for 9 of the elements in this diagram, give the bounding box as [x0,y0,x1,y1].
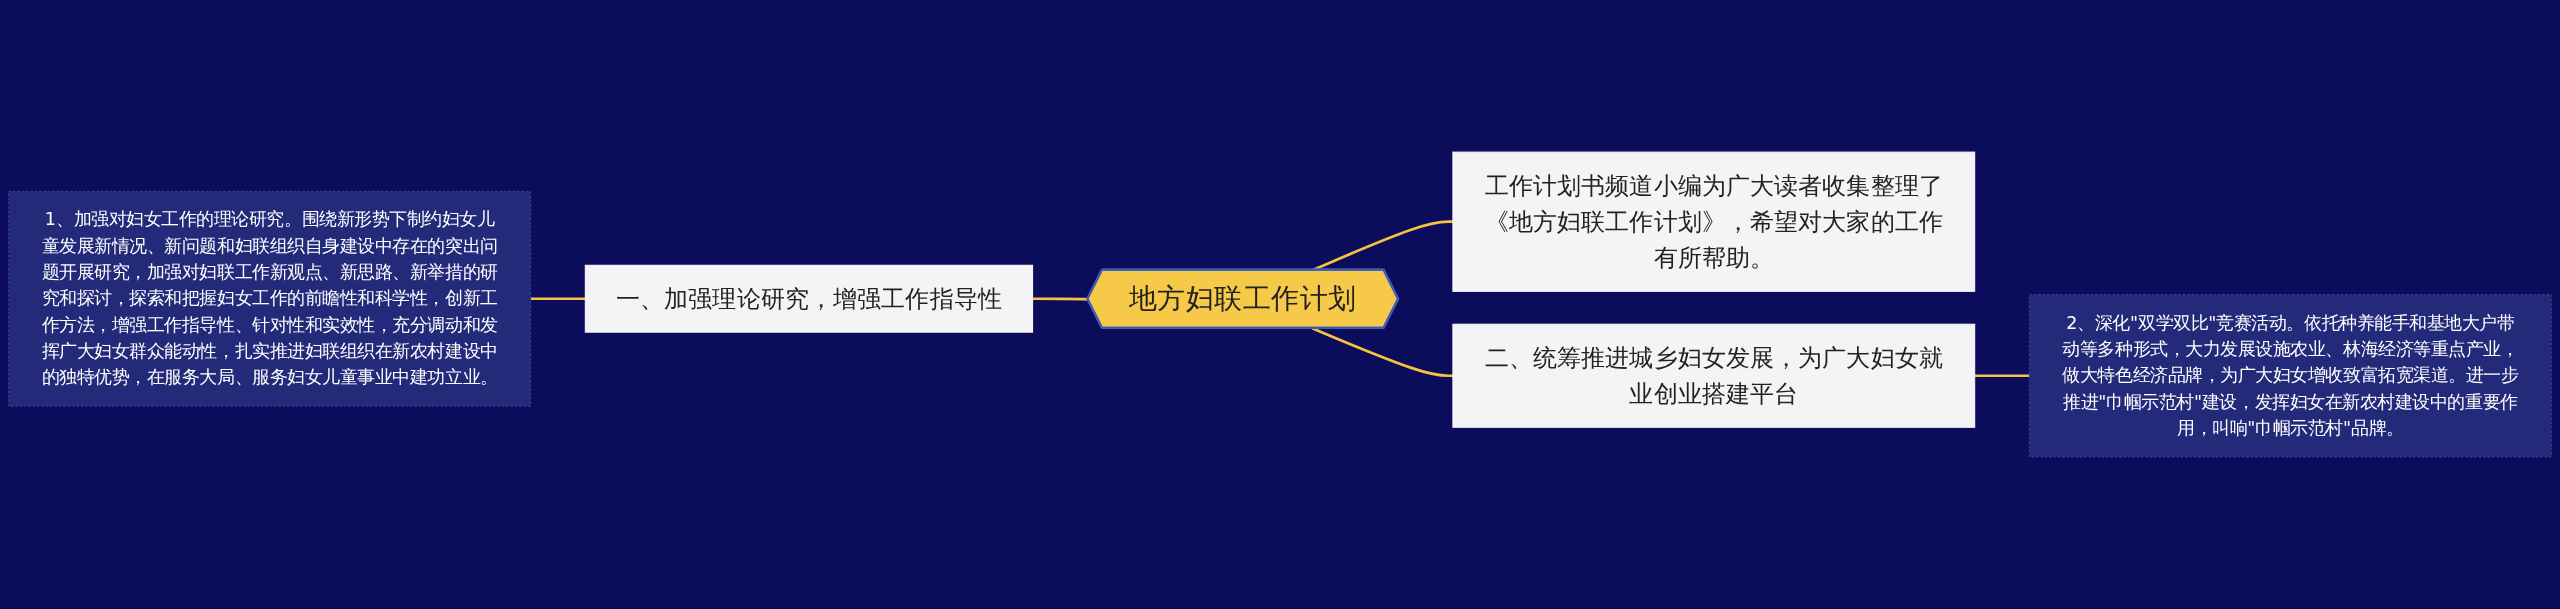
node-box: 1、加强对妇女工作的理论研究。围绕新形势下制约妇女儿童发展新情况、新问题和妇联组织自身建设中存在的突出问题开展研究，加强对妇联工作新观点、新思路、新举措的研究和探讨，探索和把握妇女工作的前瞻性和科学性，创新工作方法，增强工作指导性、针对性和实效性，充分调动和发挥广大妇女群众能动性，扎实推进妇联组织在新农村建设中的独特优势，在服务大局、服务妇女儿童事业中建功立业。 [8,190,532,407]
node-box: 一、加强理论研究，增强工作指导性 [584,264,1034,333]
node-box: 工作计划书频道小编为广大读者收集整理了《地方妇联工作计划》，希望对大家的工作有所帮助。 [1452,151,1976,292]
connector [1032,297,1088,301]
connector [1311,327,1453,378]
node-box: 2、深化"双学双比"竞赛活动。依托种养能手和基地大户带动等多种形式，大力发展设施农业、林海经济等重点产业，做大特色经济品牌，为广大妇女增收致富拓宽渠道。进一步推进"巾帼示范村"建设，发挥妇女在新农村建设中的重要作用，叫响"巾帼示范村"品牌。 [2028,294,2552,458]
connector [530,297,586,301]
connector [1974,374,2030,378]
node-box: 二、统筹推进城乡妇女发展，为广大妇女就业创业搭建平台 [1452,323,1976,428]
